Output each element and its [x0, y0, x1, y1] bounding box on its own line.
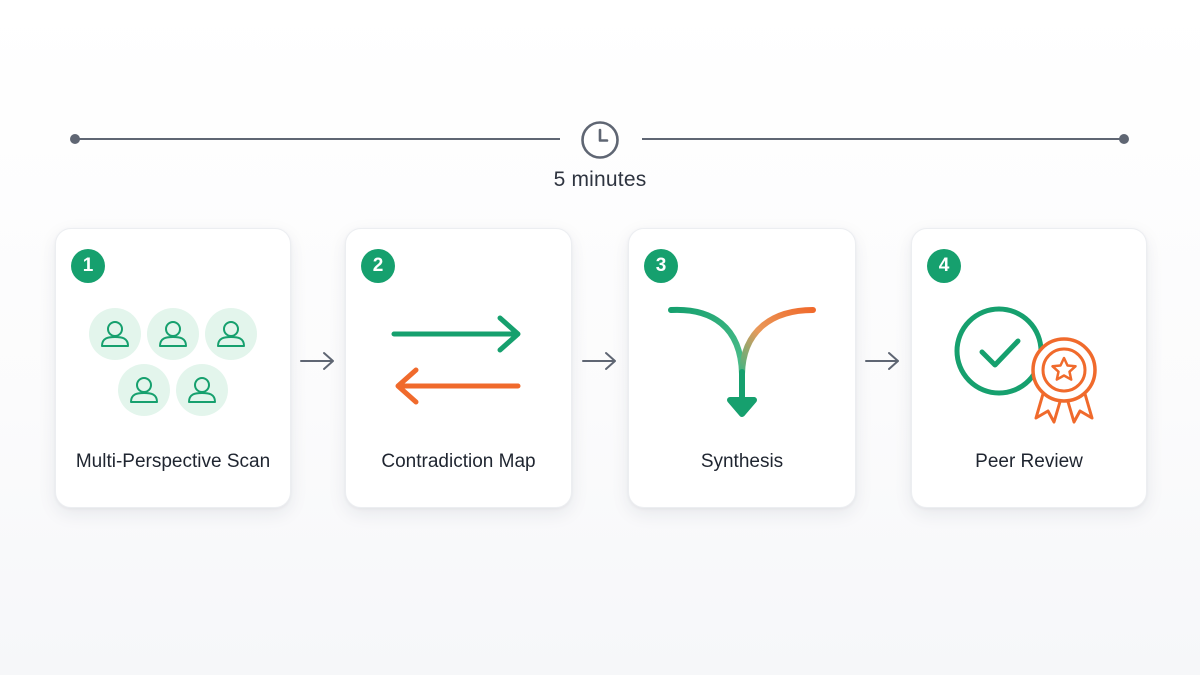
timeline-line-right	[642, 138, 1125, 140]
duration-label: 5 minutes	[553, 168, 647, 191]
step-number-badge: 1	[71, 249, 105, 283]
step-card-4: 4 Peer Review	[911, 228, 1147, 508]
step-number-badge: 3	[644, 249, 678, 283]
opposing-arrows-icon	[346, 294, 571, 434]
timeline: 5 minutes	[0, 0, 1200, 220]
users-group-icon	[56, 294, 290, 434]
timeline-end-dot	[1119, 134, 1129, 144]
arrow-right-icon	[298, 348, 338, 374]
check-award-icon	[912, 294, 1146, 434]
arrow-right-icon	[580, 348, 620, 374]
step-card-2: 2 Contradiction Map	[345, 228, 572, 508]
clock-icon	[579, 119, 621, 161]
step-card-3: 3 Synthesis	[628, 228, 856, 508]
arrow-right-icon	[863, 348, 903, 374]
merge-arrow-icon	[629, 294, 855, 434]
step-label: Peer Review	[975, 451, 1083, 472]
step-label: Synthesis	[700, 451, 784, 472]
step-number-badge: 2	[361, 249, 395, 283]
timeline-line-left	[75, 138, 560, 140]
step-card-1: 1 Multi-Perspective Scan	[55, 228, 291, 508]
step-label: Multi-Perspective Scan	[75, 451, 271, 472]
step-number-badge: 4	[927, 249, 961, 283]
step-label: Contradiction Map	[381, 451, 536, 472]
